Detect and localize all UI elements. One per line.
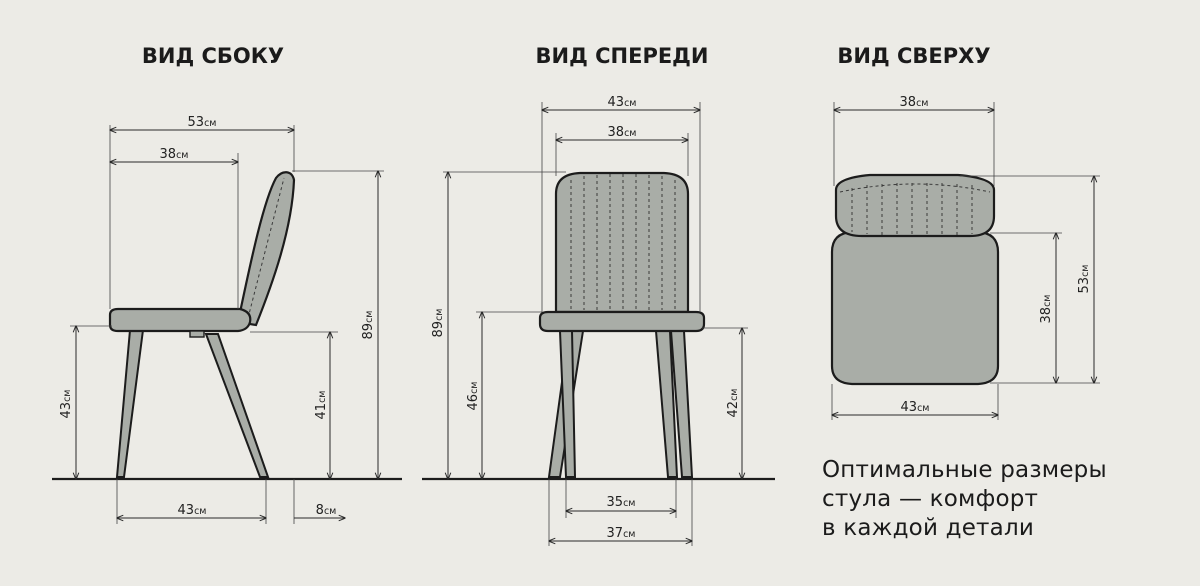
side-rear-leg [204,333,270,478]
side-backrest [236,171,296,327]
side-front-leg [115,329,145,478]
top-overall-depth-label: 53см [1077,265,1092,294]
caption-line-2: стула — комфорт [822,486,1039,512]
front-overall-width-label: 43см [608,95,637,110]
side-view-heading: ВИД СБОКУ [142,44,284,68]
side-total-height-label: 89см [361,311,376,340]
top-backrest [834,173,996,238]
top-back-width-label: 38см [900,95,929,110]
front-view: 43см 38см 89см 46см 42см 35см 37см [422,95,775,546]
front-leg-outer-label: 37см [607,526,636,541]
side-seat [108,307,252,333]
top-view: 38см 53см 38см 43см [830,95,1100,420]
caption-text: Оптимальные размеры стула — комфорт в ка… [822,456,1182,543]
front-total-height-label: 89см [431,309,446,338]
top-back-stitching [851,183,973,235]
top-view-heading: ВИД СВЕРХУ [837,44,990,68]
side-seat-depth-label: 38см [160,147,189,162]
front-view-heading: ВИД СПЕРЕДИ [536,44,709,68]
front-seat-height-label: 46см [466,382,481,411]
front-seat-bottom-height-label: 42см [726,389,741,418]
side-overall-depth-label: 53см [188,115,217,130]
front-seat [538,310,706,333]
top-seat-width-label: 43см [901,400,930,415]
side-view: 53см 38см 89см 43см 41см 43см 8см [52,115,402,524]
side-seat-front-height-label: 41см [314,391,329,420]
side-back-overhang-label: 8см [316,503,337,518]
side-leg-span-label: 43см [178,503,207,518]
caption-line-3: в каждой детали [822,515,1034,541]
front-leg-inner-label: 35см [607,495,636,510]
side-seat-height-label: 43см [59,390,74,419]
top-seat [830,230,1000,386]
front-back-stitching [570,174,676,310]
top-seat-depth-label: 38см [1039,295,1054,324]
front-back-width-label: 38см [608,125,637,140]
front-backrest [554,171,690,314]
caption-line-1: Оптимальные размеры [822,457,1107,483]
